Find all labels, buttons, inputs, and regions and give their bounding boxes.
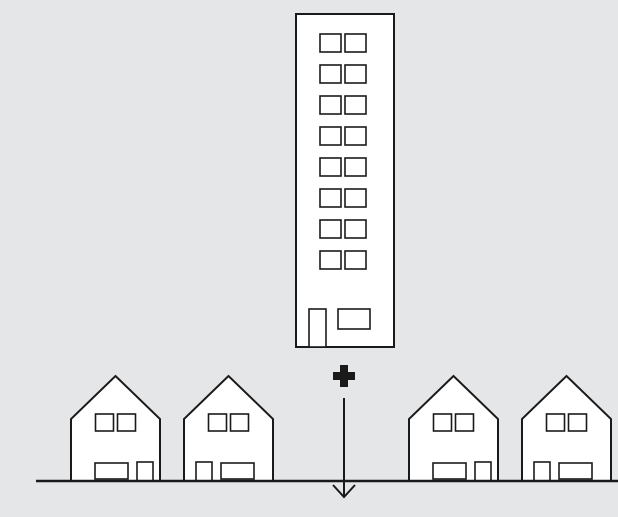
house-window: [209, 414, 227, 431]
house-window: [231, 414, 249, 431]
plus-icon: [333, 372, 355, 380]
house-window: [96, 414, 114, 431]
tower-window: [320, 65, 341, 83]
tower-window: [345, 96, 366, 114]
tower-window: [320, 220, 341, 238]
tower-window: [345, 158, 366, 176]
tower-window: [345, 220, 366, 238]
tower-window: [345, 34, 366, 52]
house-window: [434, 414, 452, 431]
tower-door: [309, 309, 326, 347]
house-door: [196, 462, 212, 481]
tower-window: [345, 251, 366, 269]
tower-window: [320, 127, 341, 145]
tower-window: [345, 127, 366, 145]
house-door: [534, 462, 550, 481]
house-door: [475, 462, 491, 481]
tower-window: [345, 189, 366, 207]
tower-window: [345, 65, 366, 83]
house-ground-window: [95, 463, 128, 479]
house-ground-window: [221, 463, 254, 479]
house-window: [547, 414, 565, 431]
house-ground-window: [559, 463, 592, 479]
house-ground-window: [433, 463, 466, 479]
tower-window: [320, 96, 341, 114]
tower-window: [320, 189, 341, 207]
tower-building: [296, 14, 394, 347]
tower-window: [320, 34, 341, 52]
tower-window: [320, 251, 341, 269]
tower-ground-window: [338, 309, 370, 329]
tower-body: [296, 14, 394, 347]
house-window: [118, 414, 136, 431]
house-window: [456, 414, 474, 431]
house-window: [569, 414, 587, 431]
house-door: [137, 462, 153, 481]
tower-window: [320, 158, 341, 176]
